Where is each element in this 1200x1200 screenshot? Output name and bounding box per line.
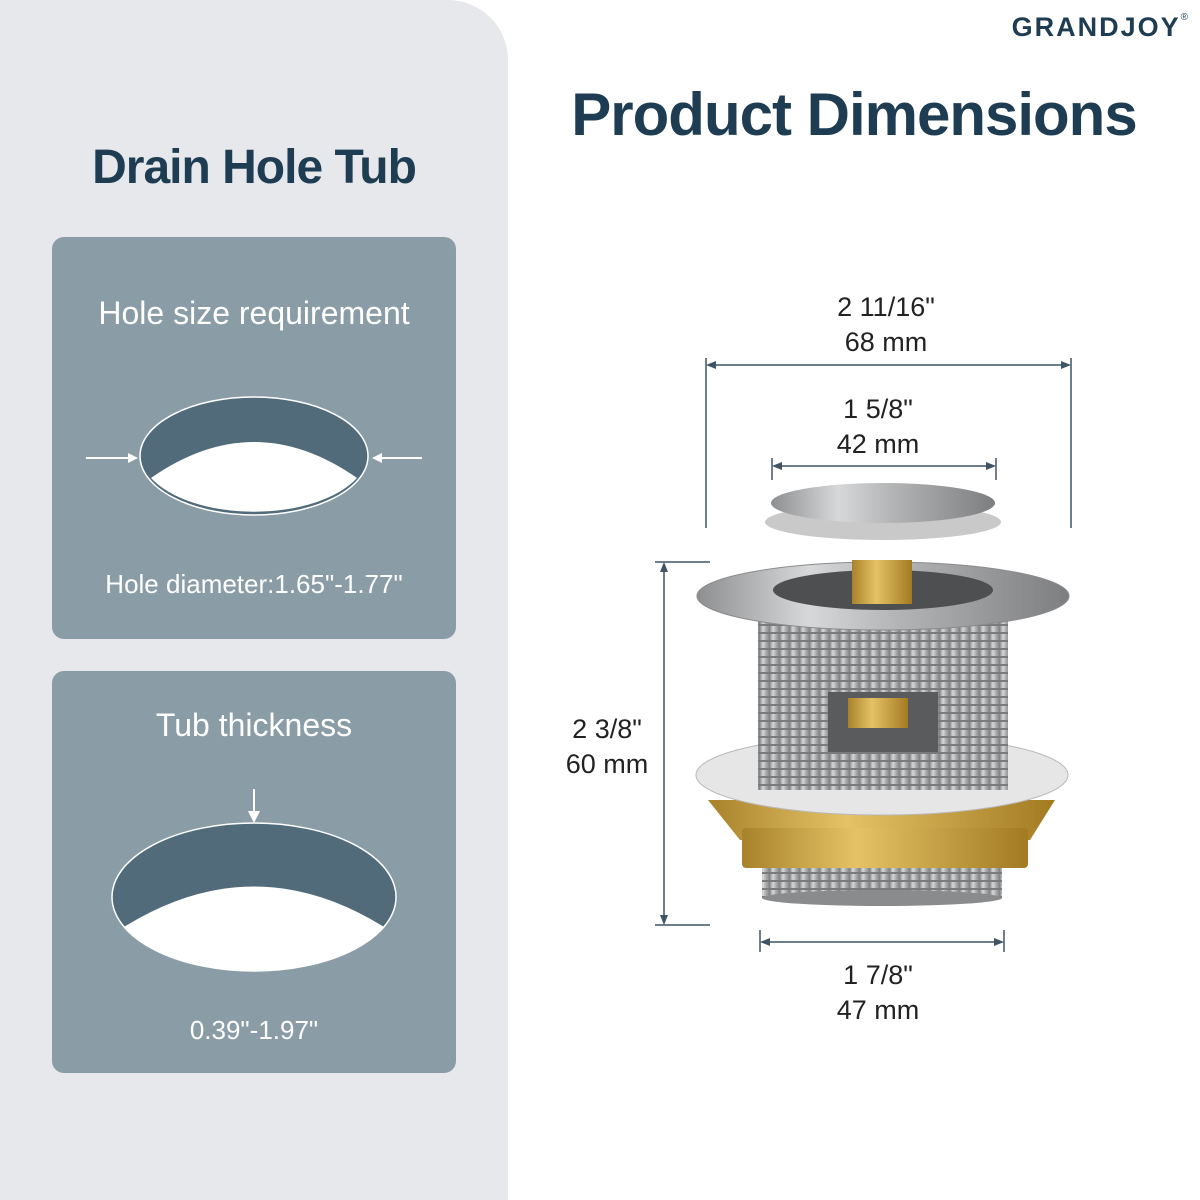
main-title: Product Dimensions — [571, 81, 1137, 148]
height-imperial: 2 3/8" — [572, 714, 642, 744]
dimension-lines — [655, 358, 1072, 952]
hole-diameter-caption: Hole diameter:1.65"-1.77" — [105, 569, 403, 599]
tub-thickness-caption: 0.39"-1.97" — [189, 1015, 319, 1045]
drain-body — [695, 483, 1070, 906]
registered-mark: ® — [1180, 12, 1188, 23]
height-label: 2 3/8" 60 mm — [552, 712, 662, 782]
thread-width-imperial: 1 7/8" — [843, 960, 913, 990]
left-panel: Drain Hole Tub Hole size requirement Hol… — [0, 0, 508, 1200]
brand-logo: GRANDJOY® — [1012, 12, 1188, 43]
tub-thickness-card: Tub thickness 0.39"-1.97" — [52, 671, 456, 1073]
cap-width-metric: 42 mm — [836, 429, 920, 459]
thickness-diagram — [111, 789, 397, 972]
flange-width-metric: 68 mm — [844, 327, 928, 357]
flange-width-label: 2 11/16" 68 mm — [776, 290, 996, 360]
hole-size-card: Hole size requirement Hole diameter:1.65… — [52, 237, 456, 639]
hole-size-title: Hole size requirement — [98, 295, 410, 331]
thread-width-label: 1 7/8" 47 mm — [778, 958, 978, 1028]
dimension-arrowheads — [660, 361, 1071, 946]
height-metric: 60 mm — [565, 749, 649, 779]
brand-name: GRANDJOY — [1011, 12, 1181, 42]
thread-width-metric: 47 mm — [836, 995, 920, 1025]
tub-thickness-title: Tub thickness — [155, 707, 353, 743]
flange-width-imperial: 2 11/16" — [837, 292, 935, 322]
left-title: Drain Hole Tub — [92, 141, 417, 194]
hole-diagram — [86, 396, 422, 516]
cap-width-imperial: 1 5/8" — [843, 394, 913, 424]
cap-width-label: 1 5/8" 42 mm — [778, 392, 978, 462]
